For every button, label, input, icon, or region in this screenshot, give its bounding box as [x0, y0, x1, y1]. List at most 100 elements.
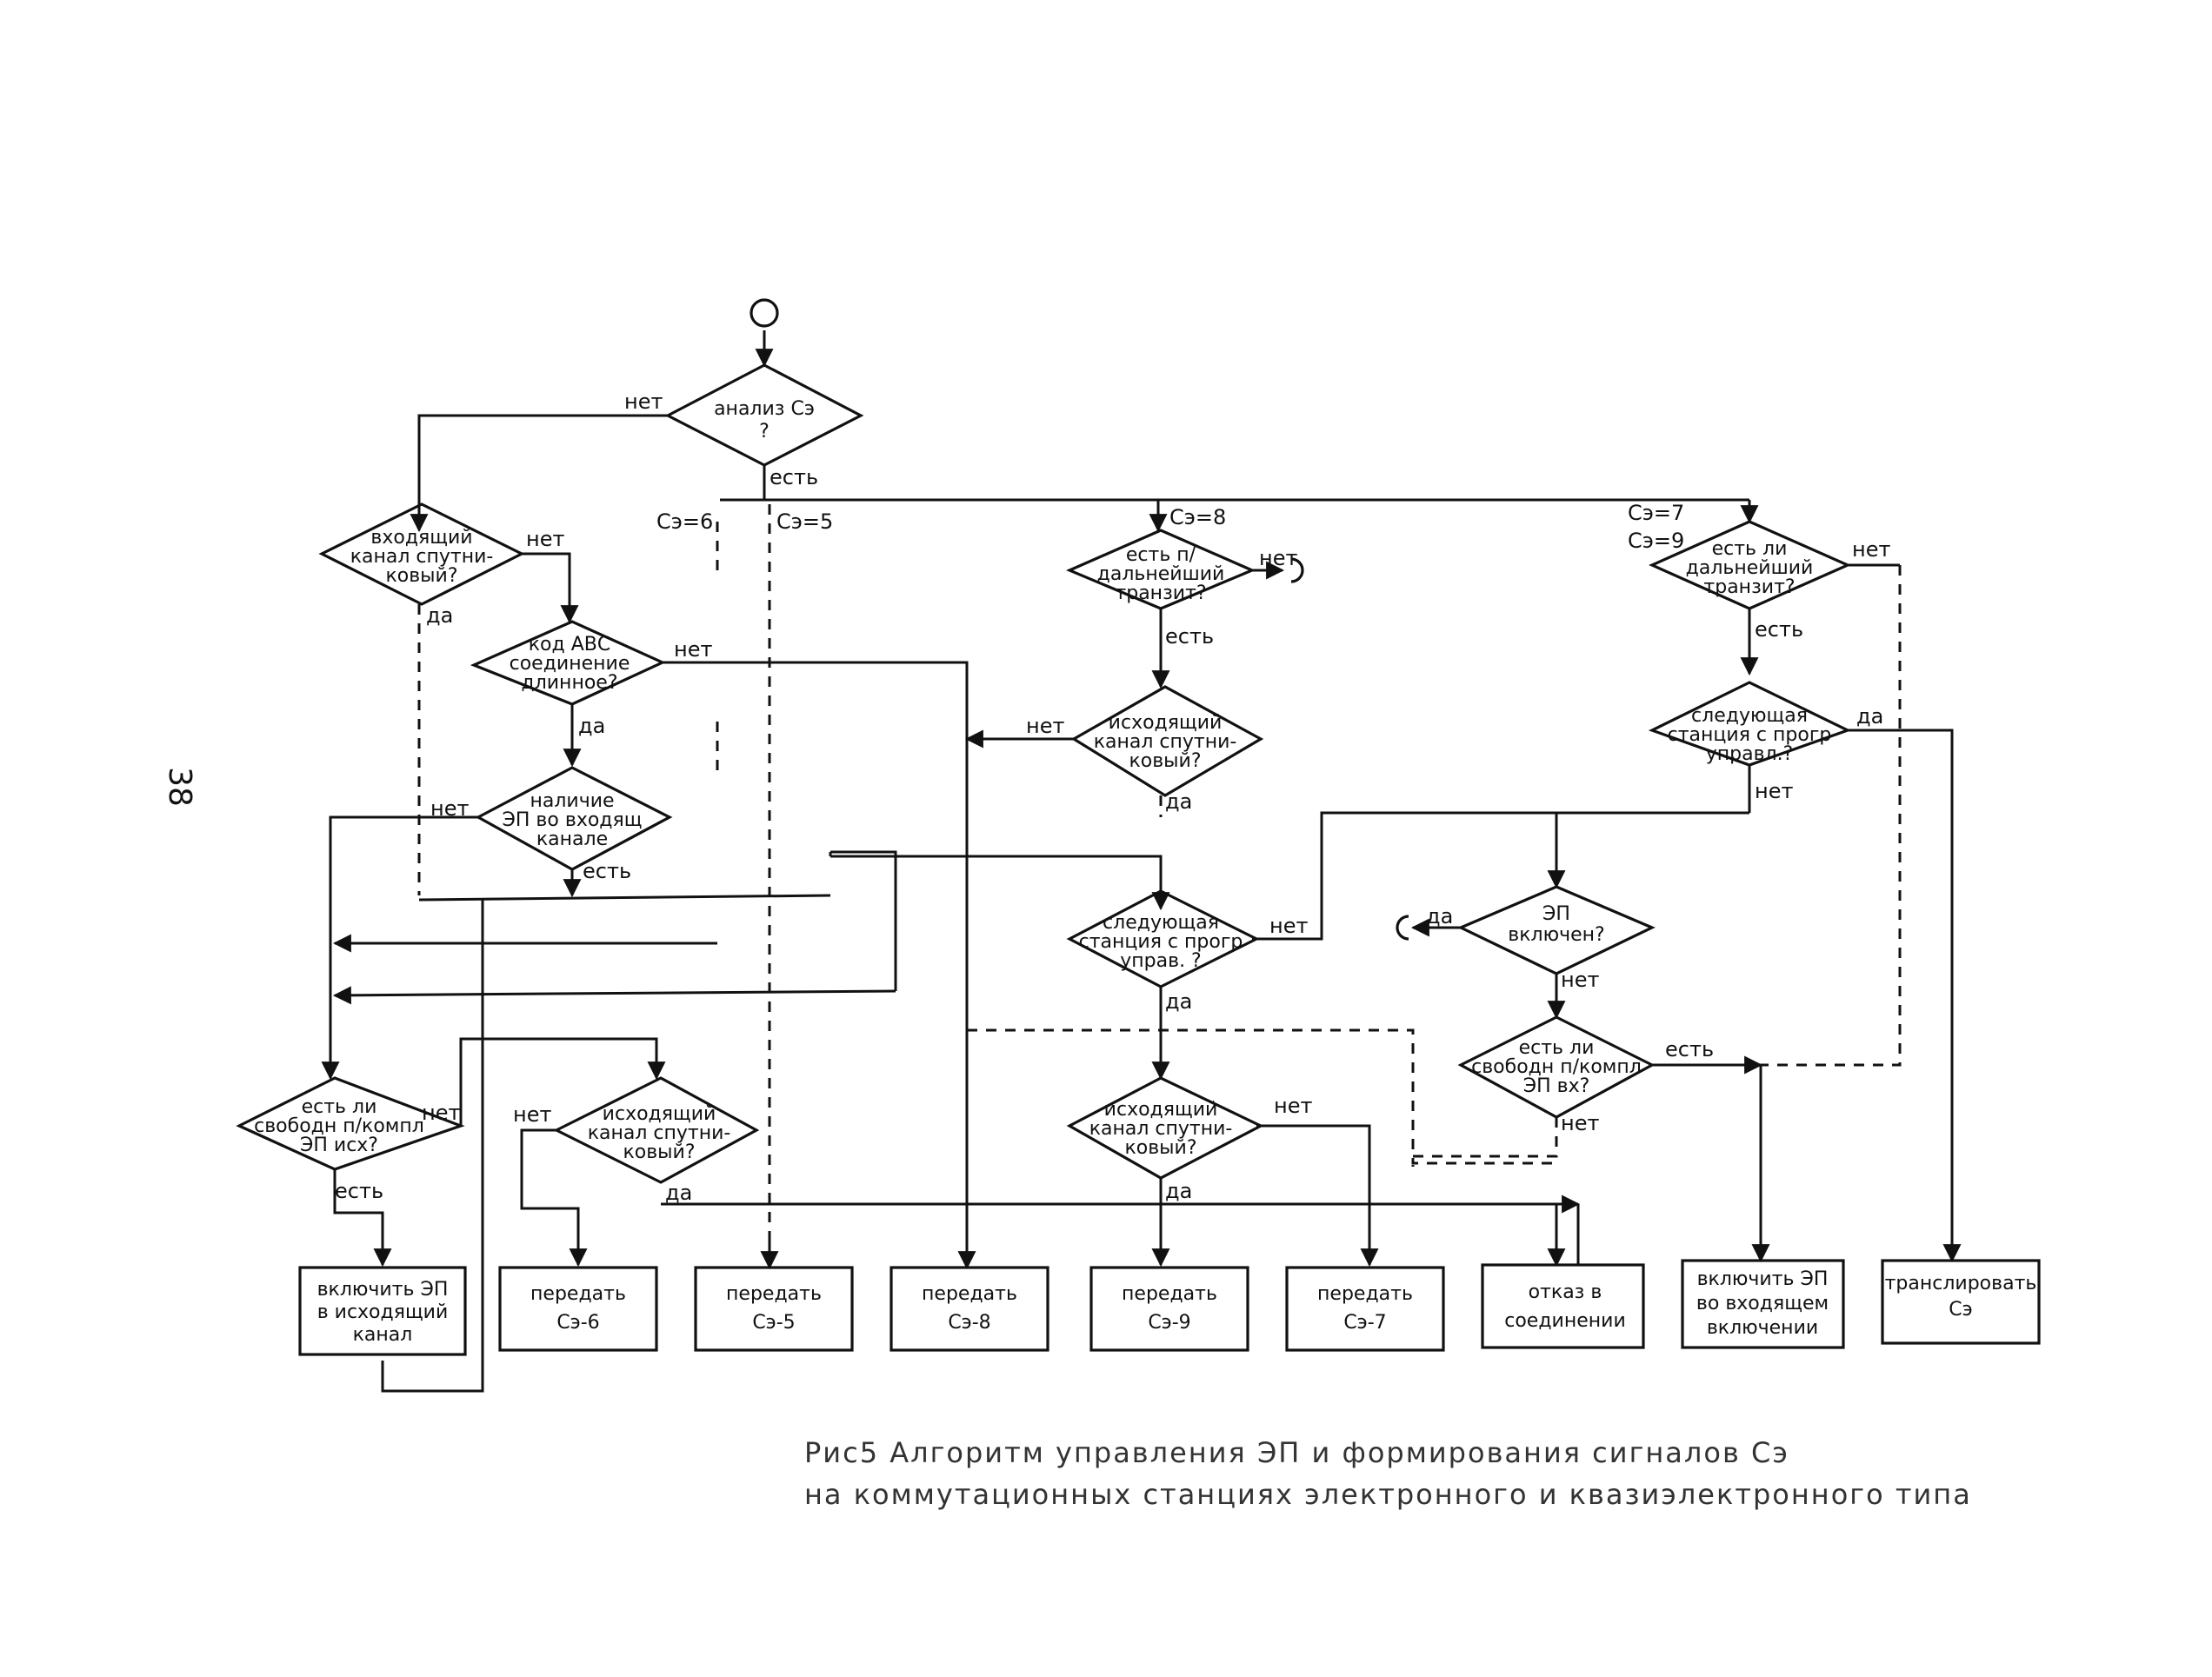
- decision-further-transit-right: есть ли дальнейший транзит?: [1649, 520, 1851, 610]
- decision-ep-presence: наличие ЭП во входящ канале: [475, 766, 673, 871]
- action-send-8: передать Сэ-8: [889, 1266, 1049, 1352]
- svg-text:в исходящий: в исходящий: [317, 1301, 449, 1323]
- svg-text:ковый?: ковый?: [385, 565, 457, 587]
- svg-text:ЭП вх?: ЭП вх?: [1523, 1075, 1590, 1097]
- caption-line-1: Рис5 Алгоритм управления ЭП и формирован…: [804, 1436, 1789, 1469]
- svg-text:есть: есть: [770, 465, 818, 489]
- svg-text:нет: нет: [422, 1101, 460, 1125]
- action-enable-in: включить ЭП во входящем включении: [1681, 1259, 1845, 1349]
- svg-text:исходящий: исходящий: [1104, 1099, 1218, 1121]
- decision-outgoing-sat-left: исходящий канал спутни- ковый?: [553, 1076, 760, 1184]
- svg-text:да: да: [665, 1181, 692, 1205]
- svg-text:включении: включении: [1707, 1317, 1818, 1339]
- action-send-9: передать Сэ-9: [1089, 1266, 1249, 1352]
- svg-text:есть: есть: [335, 1179, 383, 1203]
- svg-text:Сэ=9: Сэ=9: [1628, 529, 1684, 553]
- svg-text:нет: нет: [513, 1102, 551, 1127]
- svg-text:соединении: соединении: [1504, 1310, 1626, 1332]
- svg-text:да: да: [1426, 904, 1453, 928]
- svg-text:транзит?: транзит?: [1703, 576, 1795, 598]
- page-number: 38: [162, 767, 197, 807]
- svg-text:да: да: [1856, 704, 1883, 729]
- decision-analysis: анализ Сэ ?: [664, 363, 864, 467]
- action-send-6: передать Сэ-6: [498, 1266, 658, 1352]
- svg-text:следующая: следующая: [1691, 705, 1808, 727]
- svg-text:нет: нет: [1026, 714, 1064, 738]
- svg-text:нет: нет: [1755, 779, 1793, 803]
- svg-text:следующая: следующая: [1103, 912, 1219, 934]
- svg-text:передать: передать: [1122, 1283, 1217, 1305]
- decision-abc-long: код АВС соединение длинное?: [470, 620, 666, 706]
- svg-text:ЭП во входящ: ЭП во входящ: [503, 809, 643, 831]
- svg-text:включить ЭП: включить ЭП: [1697, 1268, 1829, 1290]
- svg-text:есть: есть: [1165, 624, 1214, 649]
- svg-text:да: да: [1165, 989, 1192, 1014]
- svg-text:канал спутни-: канал спутни-: [1089, 1118, 1233, 1140]
- svg-text:ковый?: ковый?: [1124, 1137, 1196, 1159]
- decision-next-prog-mid: следующая станция с прогр управ. ?: [1066, 889, 1260, 988]
- svg-text:передать: передать: [922, 1283, 1017, 1305]
- connector-lines: [321, 330, 1962, 1393]
- svg-text:управ. ?: управ. ?: [1120, 950, 1201, 972]
- svg-text:отказ в: отказ в: [1529, 1281, 1602, 1303]
- svg-text:Сэ: Сэ: [1949, 1299, 1972, 1321]
- svg-text:есть ли: есть ли: [1519, 1037, 1595, 1059]
- decision-further-transit-mid: есть п/ дальнейший транзит?: [1065, 529, 1256, 610]
- svg-text:Сэ-8: Сэ-8: [948, 1312, 990, 1334]
- svg-text:Сэ-5: Сэ-5: [752, 1312, 795, 1334]
- svg-text:передать: передать: [1317, 1283, 1413, 1305]
- svg-text:свободн п/компл: свободн п/компл: [1471, 1056, 1642, 1078]
- decision-free-in: есть ли свободн п/компл ЭП вх?: [1457, 1015, 1656, 1119]
- svg-text:ЭП: ЭП: [1542, 903, 1570, 925]
- svg-text:нет: нет: [1259, 546, 1297, 570]
- svg-text:Сэ-7: Сэ-7: [1343, 1312, 1386, 1334]
- svg-text:есть ли: есть ли: [1712, 538, 1788, 560]
- svg-text:транслировать: транслировать: [1885, 1273, 2037, 1294]
- svg-text:Сэ=5: Сэ=5: [776, 509, 833, 534]
- svg-text:нет: нет: [526, 527, 564, 551]
- svg-text:да: да: [578, 714, 605, 738]
- svg-text:Сэ=6: Сэ=6: [656, 509, 713, 534]
- svg-text:дальнейший: дальнейший: [1686, 557, 1814, 579]
- svg-text:канале: канале: [536, 829, 608, 850]
- svg-text:да: да: [1165, 789, 1192, 814]
- svg-text:ЭП исх?: ЭП исх?: [300, 1135, 378, 1156]
- svg-text:передать: передать: [530, 1283, 626, 1305]
- svg-text:канал спутни-: канал спутни-: [350, 546, 494, 568]
- svg-text:код АВС: код АВС: [529, 634, 610, 655]
- svg-text:транзит?: транзит?: [1115, 582, 1206, 604]
- svg-text:Сэ-9: Сэ-9: [1148, 1312, 1190, 1334]
- svg-text:есть: есть: [1755, 617, 1803, 642]
- end-terminal-right: [1396, 915, 1409, 941]
- svg-text:канал спутни-: канал спутни-: [588, 1122, 731, 1144]
- svg-text:ковый?: ковый?: [1129, 750, 1201, 772]
- start-terminal: [750, 298, 779, 328]
- svg-text:соединение: соединение: [510, 653, 630, 675]
- svg-text:наличие: наличие: [530, 790, 614, 812]
- action-send-7: передать Сэ-7: [1285, 1266, 1445, 1352]
- svg-text:нет: нет: [1274, 1094, 1312, 1118]
- svg-text:канал: канал: [353, 1324, 413, 1346]
- svg-text:?: ?: [759, 421, 770, 443]
- svg-text:нет: нет: [1561, 968, 1599, 992]
- svg-text:есть: есть: [583, 859, 631, 883]
- svg-text:станция с прогр: станция с прогр: [1668, 724, 1832, 746]
- svg-text:исходящий: исходящий: [603, 1103, 716, 1125]
- decision-incoming-sat: входящий канал спутни- ковый?: [318, 502, 525, 606]
- svg-text:включить ЭП: включить ЭП: [317, 1279, 449, 1301]
- action-send-5: передать Сэ-5: [694, 1266, 854, 1352]
- edge-labels: нет есть Сэ=6 Сэ=5 Сэ=8 Сэ=7 Сэ=9 нет да…: [335, 389, 1890, 1205]
- svg-text:есть п/: есть п/: [1126, 544, 1196, 566]
- svg-text:нет: нет: [430, 796, 469, 821]
- svg-text:нет: нет: [1269, 914, 1308, 938]
- decision-ep-on: ЭП включен?: [1457, 885, 1656, 975]
- svg-text:канал спутни-: канал спутни-: [1094, 731, 1237, 753]
- svg-text:Сэ=7: Сэ=7: [1628, 501, 1684, 525]
- svg-text:исходящий: исходящий: [1109, 712, 1223, 734]
- svg-text:дальнейший: дальнейший: [1097, 563, 1225, 585]
- decision-free-out: есть ли свободн п/компл ЭП исх?: [236, 1076, 465, 1171]
- svg-text:есть ли: есть ли: [302, 1096, 377, 1118]
- action-enable-out: включить ЭП в исходящий канал: [298, 1266, 467, 1356]
- svg-text:управл.?: управл.?: [1706, 743, 1794, 765]
